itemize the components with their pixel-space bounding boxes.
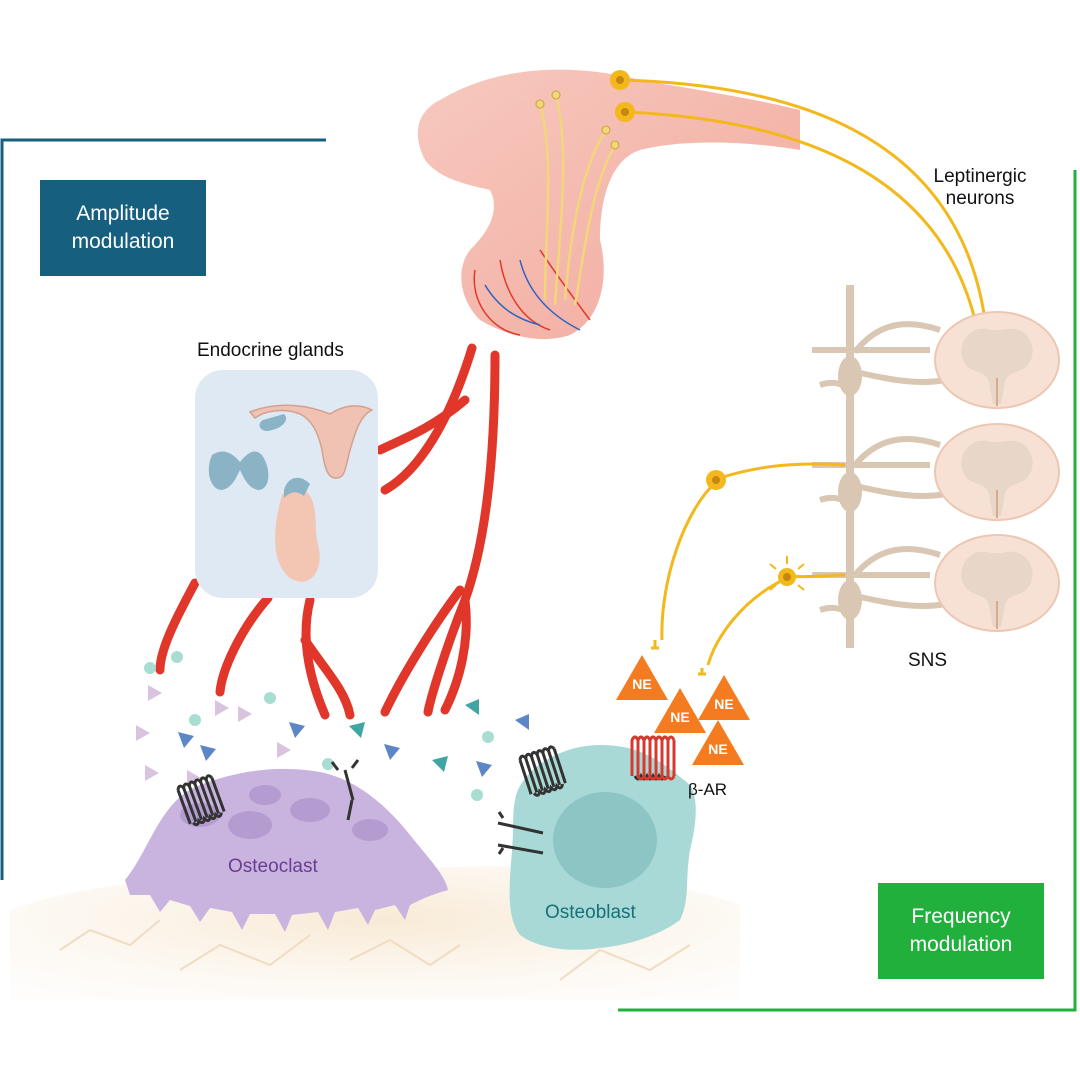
endocrine-glands-panel — [195, 370, 378, 598]
amplitude-modulation-label: Amplitude modulation — [71, 202, 175, 253]
ne-label-1: NE — [632, 676, 652, 692]
spinal-cord-section-2 — [934, 423, 1060, 521]
frequency-modulation-label: Frequency modulation — [909, 905, 1013, 956]
kidney-icon — [275, 486, 320, 582]
hypothalamus-brain — [417, 69, 800, 340]
adrenal-gland-icon — [284, 477, 310, 498]
osteoclast-cell — [125, 759, 448, 932]
ne-triangle-3 — [698, 675, 750, 720]
beta-ar-label: β-AR — [688, 780, 728, 799]
amplitude-modulation-box: Amplitude modulation — [40, 180, 206, 276]
uterus-ovary-icon — [248, 404, 374, 479]
amplitude-frame-line — [0, 138, 326, 880]
spinal-cord-section-1 — [934, 311, 1060, 409]
ne-label-3: NE — [714, 696, 734, 712]
sympathetic-neurons — [651, 462, 846, 676]
ne-triangle-1 — [616, 655, 668, 700]
leptinergic-neuron-fibers — [619, 78, 987, 321]
sympathetic-neuron-bodies — [706, 470, 805, 591]
spinal-cord-section-3 — [934, 534, 1060, 632]
beta-ar-receptor-icon — [630, 735, 676, 781]
frequency-frame-line — [618, 170, 1077, 1012]
leptinergic-neurons-label: Leptinergic neurons — [933, 166, 1027, 209]
osteocyte-network — [59, 919, 691, 981]
osteoclast-label: Osteoclast — [228, 856, 318, 877]
thyroid-icon — [208, 451, 269, 490]
sympathetic-chain — [812, 285, 1060, 648]
ne-label-2: NE — [670, 709, 690, 725]
hormone-particles — [136, 651, 529, 801]
osteoblast-label: Osteoblast — [545, 902, 636, 923]
norepinephrine-triangles — [616, 655, 750, 765]
ne-triangle-2 — [654, 688, 706, 733]
sns-label: SNS — [908, 650, 948, 671]
frequency-modulation-box: Frequency modulation — [878, 883, 1044, 979]
ne-triangle-4 — [692, 720, 744, 765]
blood-vessels — [155, 343, 500, 720]
ovary-icon — [259, 414, 287, 431]
ne-label-4: NE — [708, 741, 728, 757]
osteoblast-cell — [497, 735, 696, 950]
endocrine-glands-label: Endocrine glands — [197, 340, 344, 361]
